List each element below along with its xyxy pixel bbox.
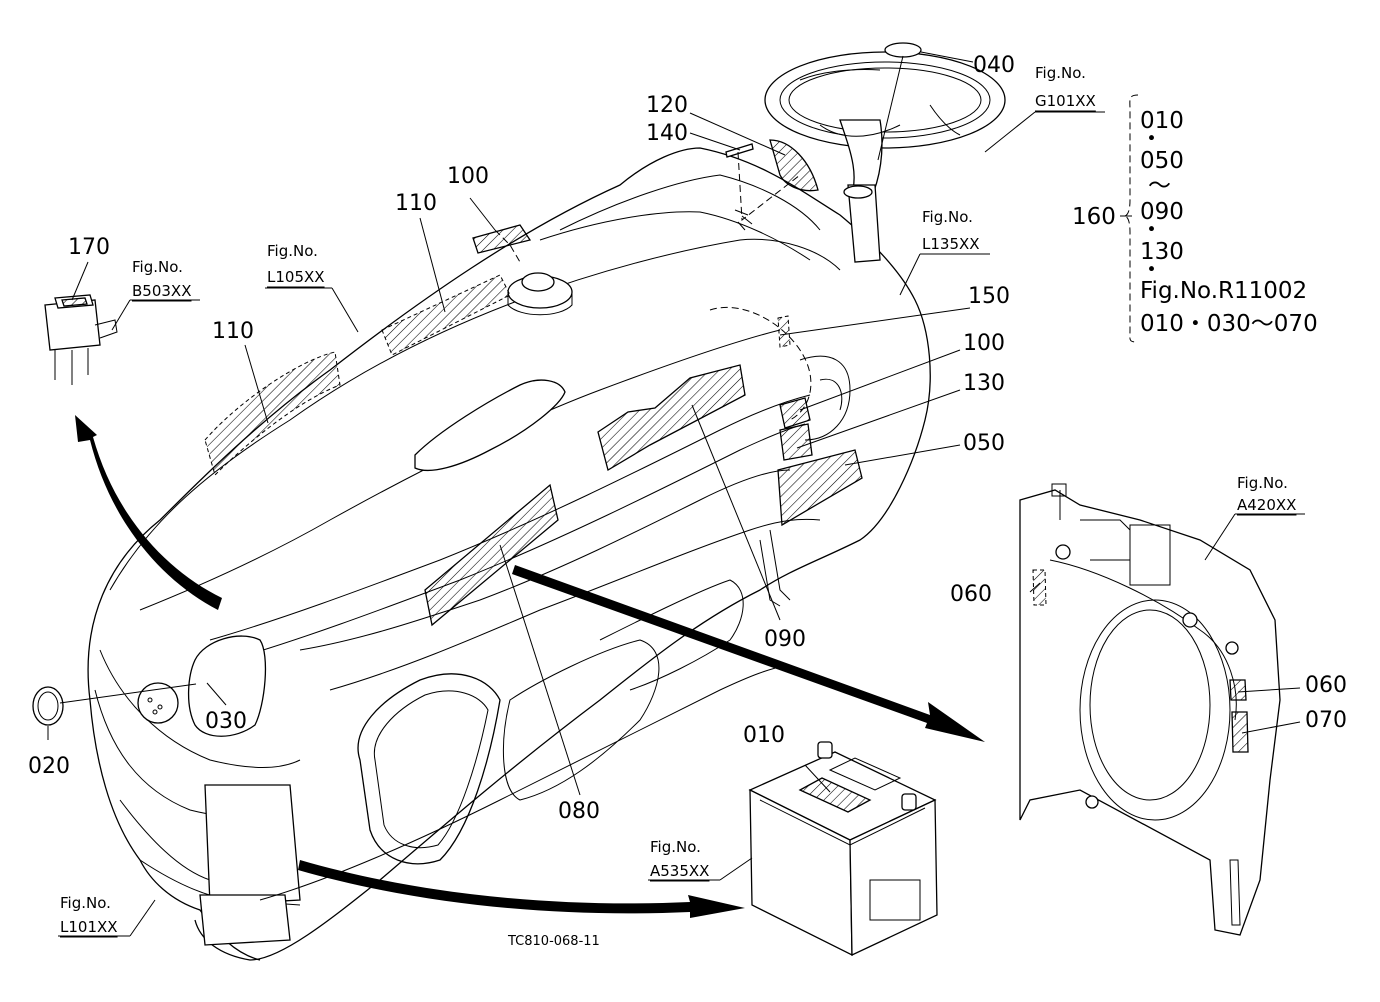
fan-shroud: [1019, 483, 1281, 936]
callout-030: 030: [205, 709, 247, 734]
fig-l101-code: L101XX: [60, 918, 118, 936]
label-120: [769, 139, 819, 192]
steering-wheel: [764, 51, 1006, 263]
callout-080: 100: [447, 164, 489, 189]
group-160-tilde: ～: [1148, 173, 1171, 199]
fig-l105-code: L105XX: [267, 268, 325, 286]
group-160-fig-items: 010・030～070: [1140, 311, 1318, 337]
callout-150: 150: [968, 284, 1010, 309]
label-100-side: [597, 364, 746, 471]
group-160-fig-ref: Fig.No.R11002: [1140, 278, 1307, 304]
drawing-code: TC810-068-11: [507, 934, 600, 949]
fig-g101-label: Fig.No.: [1035, 64, 1086, 82]
emblem-part: [32, 686, 64, 726]
label-100-top: [381, 274, 511, 356]
group-160-line-130: 130: [1140, 239, 1184, 265]
connector-part: [44, 294, 118, 385]
fig-g101-code: G101XX: [1035, 92, 1096, 110]
label-110-side: [424, 483, 559, 627]
group-160-dot-3: ・: [1140, 257, 1163, 283]
callout-110-side: 080: [558, 799, 600, 824]
fig-l135-code: L135XX: [922, 235, 980, 253]
callout-040: 040: [973, 53, 1015, 78]
callout-130: 130: [963, 371, 1005, 396]
callout-050: 050: [963, 431, 1005, 456]
group-160-dot-1: ・: [1140, 126, 1163, 152]
group-160-label: 160: [1072, 204, 1116, 230]
callout-labels: 040 120 140 100 110 170 110 150 100 130 …: [28, 53, 1347, 824]
leader-lines: [47, 51, 1305, 937]
callout-120: 120: [646, 93, 688, 118]
callout-100-top: 110: [395, 191, 437, 216]
direction-arrows: [75, 415, 985, 918]
fig-l105-label: Fig.No.: [267, 242, 318, 260]
callout-140: 140: [646, 121, 688, 146]
fig-a535-label: Fig.No.: [650, 838, 701, 856]
callout-060-left: 060: [950, 582, 992, 607]
label-110-left: [204, 351, 341, 476]
label-150: [777, 315, 791, 348]
callout-170: 170: [68, 235, 110, 260]
callout-110-top: 110: [212, 319, 254, 344]
battery: [748, 741, 938, 957]
horn-cap-part: [884, 42, 922, 58]
callout-020: 020: [28, 754, 70, 779]
fig-b503-label: Fig.No.: [132, 258, 183, 276]
fig-a420-code: A420XX: [1237, 496, 1296, 514]
fig-a420-label: Fig.No.: [1237, 474, 1288, 492]
label-140: [725, 143, 754, 158]
fig-b503-code: B503XX: [132, 282, 191, 300]
label-080: [472, 224, 532, 254]
group-160-line-010: 010: [1140, 108, 1184, 134]
label-090: [779, 397, 811, 429]
fig-a535-code: A535XX: [650, 862, 709, 880]
callout-060-right: 060: [1305, 673, 1347, 698]
group-160-line-050: 050: [1140, 148, 1184, 174]
label-050: [777, 449, 863, 527]
fig-references: Fig.No. G101XX Fig.No. L135XX Fig.No. L1…: [60, 64, 1297, 938]
group-160-dot-2: ・: [1140, 217, 1163, 243]
callout-070: 070: [1305, 708, 1347, 733]
group-160: 160 010 ・ 050 ～ 090 ・ 130 ・ Fig.No.R1100…: [1072, 108, 1318, 337]
callout-010: 010: [743, 723, 785, 748]
tractor-hood: [87, 147, 931, 961]
label-130: [779, 423, 813, 461]
fig-l135-label: Fig.No.: [922, 208, 973, 226]
callout-090: 100: [963, 331, 1005, 356]
group-160-line-090: 090: [1140, 199, 1184, 225]
callout-100-side: 090: [764, 627, 806, 652]
fig-l101-label: Fig.No.: [60, 894, 111, 912]
